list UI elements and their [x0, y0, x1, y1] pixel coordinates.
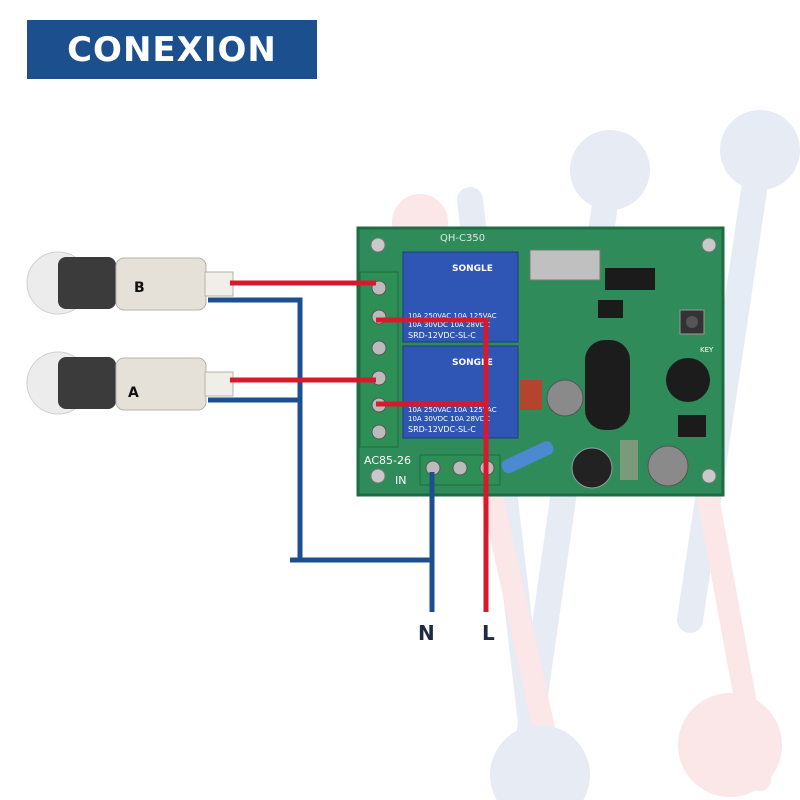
screw-icon	[370, 237, 386, 253]
title-banner: CONEXION	[27, 20, 317, 79]
lamp-label: A	[128, 385, 139, 401]
relay-model: SRD-12VDC-SL-C	[408, 331, 476, 340]
neutral-label: N	[418, 621, 435, 645]
diode-icon	[520, 380, 542, 410]
relay-model: SRD-12VDC-SL-C	[408, 425, 476, 434]
relay-board: AC85-26 IN QH-C350 SONGLE 10A 250VAC 10A…	[356, 226, 725, 497]
capacitor-icon	[571, 447, 613, 489]
chip-icon	[678, 415, 706, 437]
crystal-icon	[529, 249, 601, 281]
power-label: AC85-26	[364, 454, 411, 467]
led-icon	[620, 440, 638, 480]
resistor-icon	[501, 441, 554, 474]
relay-rating: 10A 30VDC 10A 28VDC	[408, 321, 490, 329]
screw-icon	[701, 468, 717, 484]
relay-brand: SONGLE	[452, 358, 493, 368]
live-label: L	[482, 621, 495, 645]
lamp-a: A	[26, 351, 234, 415]
antenna-coil-icon	[585, 340, 630, 430]
relay-2: SONGLE 10A 250VAC 10A 125VAC 10A 30VDC 1…	[402, 345, 519, 439]
relay-rating: 10A 250VAC 10A 125VAC	[408, 406, 497, 414]
heat-sink-icon	[58, 257, 116, 309]
screw-icon	[370, 468, 386, 484]
capacitor-icon	[546, 379, 584, 417]
chip-icon	[605, 268, 655, 290]
neutral-wiring	[208, 297, 435, 612]
heat-sink-icon	[58, 357, 116, 409]
screw-icon	[701, 237, 717, 253]
relay-brand: SONGLE	[452, 264, 493, 274]
relay-1: SONGLE 10A 250VAC 10A 125VAC 10A 30VDC 1…	[402, 251, 519, 343]
key-label: KEY	[700, 346, 714, 354]
relay-rating: 10A 250VAC 10A 125VAC	[408, 312, 497, 320]
inductor-icon	[666, 358, 710, 402]
board-silk-label: QH-C350	[440, 233, 485, 244]
lamp-label: B	[134, 280, 145, 296]
lamp-b: B	[26, 251, 234, 315]
page-title: CONEXION	[67, 29, 277, 70]
live-wiring	[230, 280, 489, 612]
input-label: IN	[395, 474, 406, 487]
chip-icon	[598, 300, 623, 318]
relay-rating: 10A 30VDC 10A 28VDC	[408, 415, 490, 423]
capacitor-icon	[647, 445, 689, 487]
